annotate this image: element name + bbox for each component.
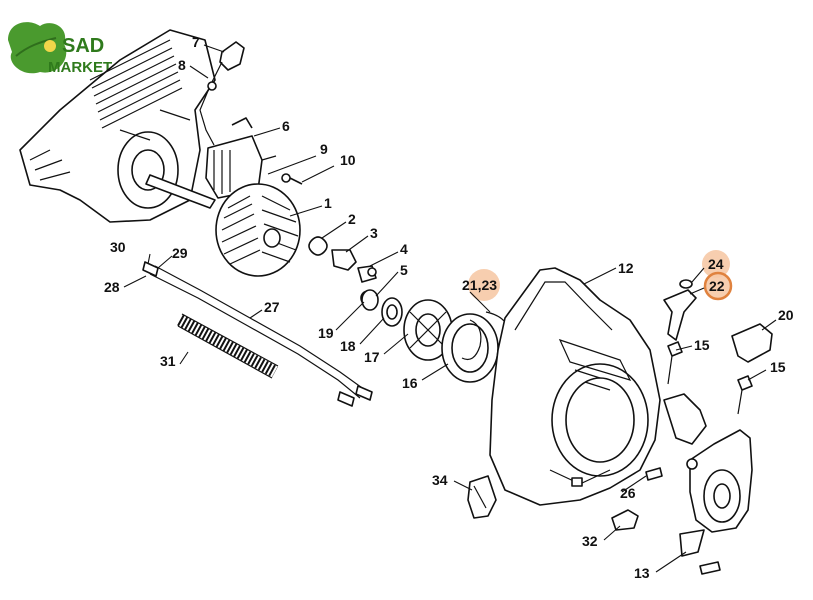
part-label: 16 [402, 375, 418, 391]
leader-lines [123, 44, 777, 573]
part-label: 10 [340, 152, 356, 168]
part-label: 22 [709, 278, 725, 294]
logo-text-market: MARKET [48, 59, 112, 76]
part-label: 3 [370, 225, 378, 241]
part-labels: 7 8 6 9 10 1 2 3 4 5 30 29 28 27 31 19 1… [104, 34, 794, 581]
part-label: 2 [348, 211, 356, 227]
part-label: 15 [694, 337, 710, 353]
part-label: 20 [778, 307, 794, 323]
part-label: 29 [172, 245, 188, 261]
logo-text-sad: SAD [62, 35, 104, 57]
flywheel-drawing [215, 183, 301, 277]
part-label: 27 [264, 299, 280, 315]
part-label: 17 [364, 349, 380, 365]
part-label: 1 [324, 195, 332, 211]
part-label: 21,23 [462, 277, 497, 293]
part-label: 13 [634, 565, 650, 581]
part-label: 28 [104, 279, 120, 295]
part-label: 30 [110, 239, 126, 255]
part-label: 19 [318, 325, 334, 341]
spiral-hose-drawing [177, 313, 279, 379]
starter-washers-drawing [361, 289, 511, 383]
part-label: 7 [192, 34, 200, 50]
part-label: 6 [282, 118, 290, 134]
logo-flower-icon [44, 40, 56, 52]
part-label: 4 [400, 241, 408, 257]
highlight-24 [702, 250, 730, 278]
fan-housing-drawing [489, 267, 661, 506]
part-label: 8 [178, 57, 186, 73]
part-label: 26 [620, 485, 636, 501]
part-label: 5 [400, 262, 408, 278]
part-label: 24 [708, 256, 724, 272]
lower-parts-drawing [467, 393, 753, 575]
part-label: 9 [320, 141, 328, 157]
part-label: 34 [432, 472, 448, 488]
wires-drawing [142, 261, 373, 407]
logo: SAD MARKET [8, 22, 112, 76]
highlight-22 [704, 272, 732, 300]
highlight-markers [468, 250, 733, 301]
part-label: 32 [582, 533, 598, 549]
logo-leaf-icon [8, 22, 67, 74]
engine-block-drawing [19, 29, 216, 223]
part-label: 31 [160, 353, 176, 369]
part-label: 18 [340, 338, 356, 354]
ignition-coil-drawing [199, 41, 303, 199]
handle-parts-drawing [663, 279, 773, 415]
part-label: 12 [618, 260, 634, 276]
part-label: 15 [770, 359, 786, 375]
highlight-21-23 [468, 269, 500, 301]
